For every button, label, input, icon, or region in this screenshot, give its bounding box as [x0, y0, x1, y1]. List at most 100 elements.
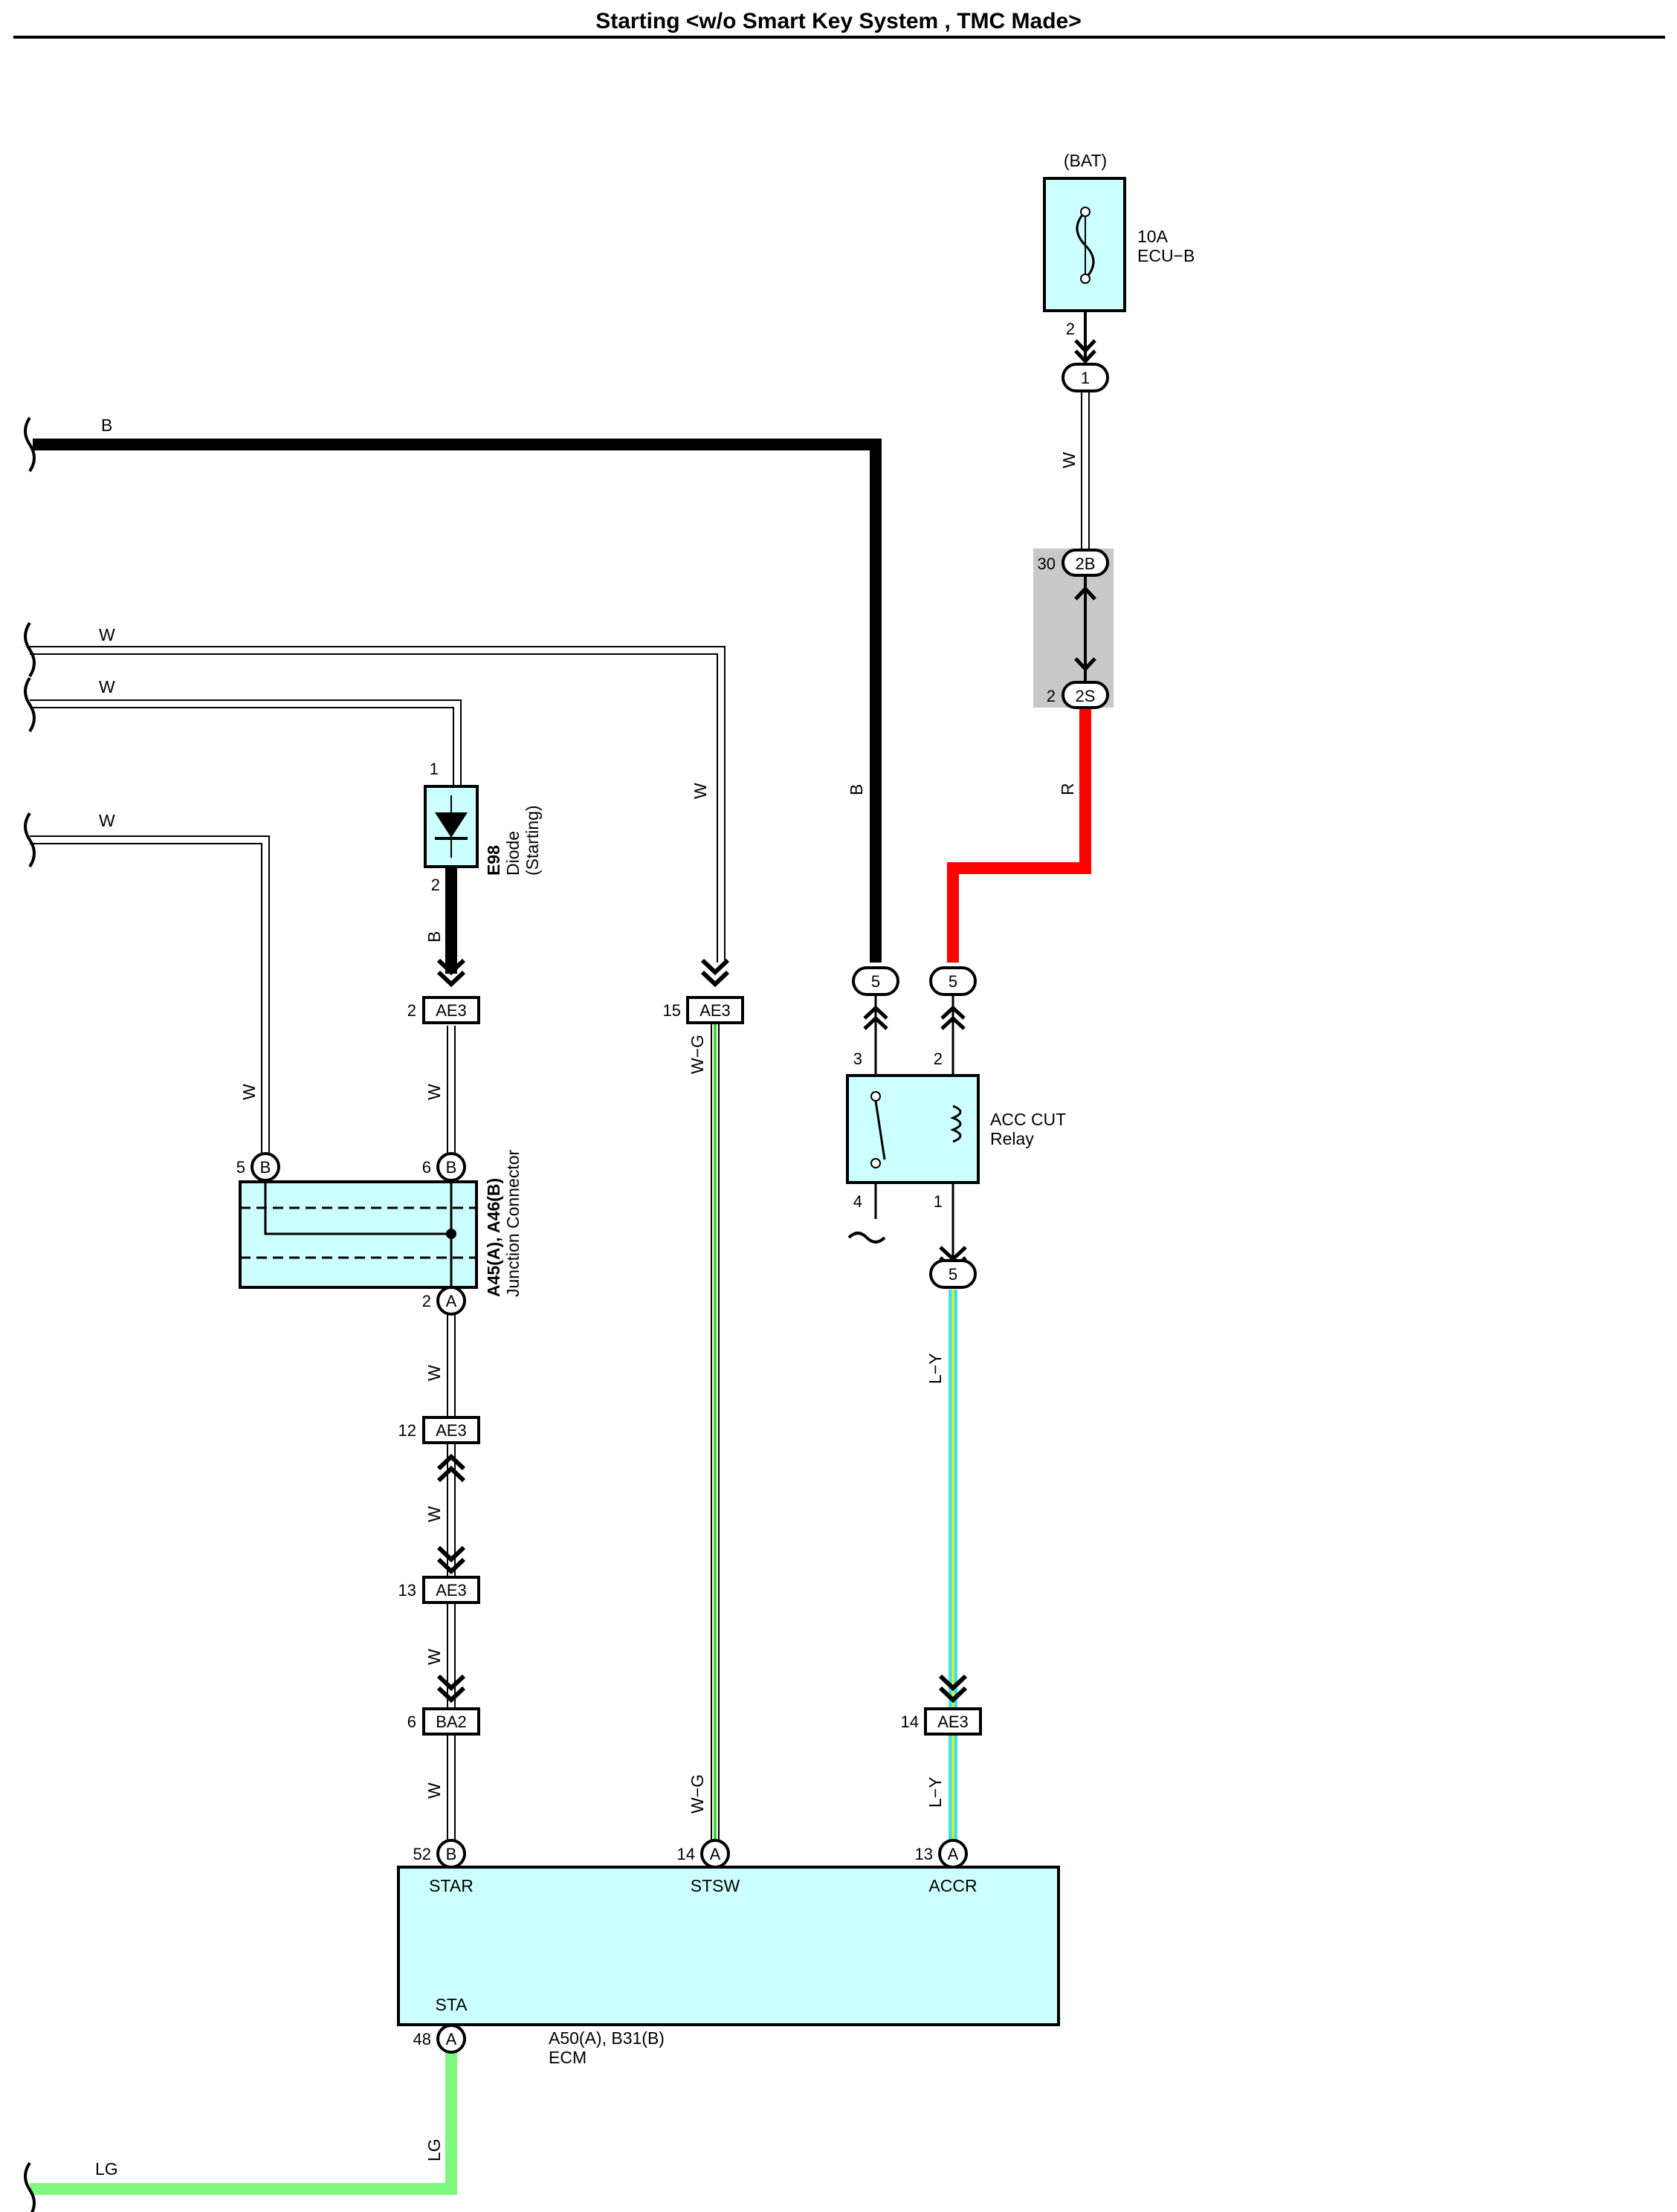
wire-w2	[30, 699, 462, 786]
ecm-pin48-label: A	[446, 2030, 457, 2048]
connector-ba2-6-pin: 6	[407, 1713, 416, 1731]
wire-lg-label: LG	[95, 2159, 118, 2179]
wire-w-jc-ae3-12-label: W	[424, 1365, 444, 1381]
connector-ba2-6-label: BA2	[436, 1713, 467, 1731]
diode-id: E98	[484, 845, 503, 876]
connector-ae3-2-pin: 2	[407, 1001, 416, 1020]
ecm-pin52: 52	[413, 1845, 431, 1863]
wire-w-g-upper-label: W−G	[688, 1035, 707, 1074]
connector-ae3-2	[422, 996, 480, 1024]
relay-in-right-connector	[929, 966, 977, 996]
connector-ae3-12-label: AE3	[436, 1421, 467, 1440]
wire-lg	[30, 2051, 457, 2195]
wire-w-jc-left-label: W	[239, 1084, 259, 1100]
connector-ae3-2-label: AE3	[436, 1001, 467, 1020]
diode-pin-out: 2	[431, 876, 440, 894]
connector-ae3-14	[924, 1707, 982, 1736]
ae3-2-arrow-icon	[436, 958, 466, 988]
wire-break-marks	[24, 416, 36, 2212]
jc-pin2: 2	[422, 1292, 431, 1310]
jc-pin6-label: B	[446, 1158, 457, 1177]
relay-pin4: 4	[853, 1192, 862, 1211]
relay-switch-icon	[874, 1100, 886, 1160]
page-title: Starting <w/o Smart Key System , TMC Mad…	[595, 9, 1082, 33]
connector-ae3-13-label: AE3	[436, 1581, 467, 1600]
wire-w-stsw-label: W	[691, 783, 710, 799]
jc-pin5-label: B	[260, 1158, 271, 1177]
connector-ae3-15-pin: 15	[663, 1001, 681, 1020]
ae3-12-arrow-icon	[436, 1453, 466, 1483]
relay-name: ACC CUT	[990, 1110, 1066, 1129]
junction-block: 2B 30 2S 2	[1033, 549, 1114, 709]
wire-w-g-lower-label: W−G	[688, 1774, 707, 1814]
wire-r	[947, 708, 1091, 963]
fuse-connector	[1062, 363, 1109, 392]
ecm-term-stsw: STSW	[691, 1876, 740, 1895]
wire-b-relay-label: B	[847, 784, 866, 795]
ecm-term-sta: STA	[435, 1995, 468, 2014]
relay-acc-cut: 5 5 3 2 4 1 ACC CUT Relay 5	[846, 966, 1066, 1289]
connector-ae3-15-label: AE3	[699, 1001, 731, 1020]
connector-ae3-13-pin: 13	[398, 1581, 416, 1600]
fuse-ecu-b: (BAT) 10A ECU−B	[1043, 151, 1195, 312]
wire-w1-label: W	[99, 625, 115, 644]
relay-break-mark	[847, 1232, 886, 1244]
jc-name: Junction Connector	[503, 1149, 523, 1297]
jc-pin6: 6	[422, 1158, 431, 1177]
ecm-pin13: 13	[915, 1845, 933, 1863]
connector-ae3-12	[422, 1416, 480, 1444]
wire-w-ae3-12-13-label: W	[424, 1506, 444, 1522]
connector-ae3-13	[422, 1576, 480, 1604]
ecm-pin13-label: A	[948, 1845, 959, 1863]
ecm-id: A50(A), B31(B)	[549, 2028, 665, 2048]
wire-w1	[30, 646, 726, 963]
wire-w-fuse-label: W	[1059, 452, 1079, 468]
diode-name: Diode	[503, 831, 523, 876]
junction-block-pin-bottom: 2	[1047, 687, 1056, 705]
junction-block-label-top: 2B	[1076, 554, 1096, 573]
relay-pin2: 2	[934, 1050, 943, 1068]
ae3-13-arrow-icon	[436, 1545, 466, 1575]
wire-w-ba2-ecm-label: W	[424, 1782, 444, 1799]
ecm-pin14-label: A	[710, 1845, 721, 1863]
wire-r-label: R	[1058, 783, 1077, 795]
connector-ae3-14-label: AE3	[937, 1713, 969, 1731]
ecm-name: ECM	[549, 2048, 587, 2067]
relay-in-left-label: 5	[871, 972, 880, 991]
wire-w2-label: W	[99, 677, 115, 696]
ecm: B 52 STAR A 14 STSW A 13 ACCR STA A 48 A…	[397, 1839, 1060, 2067]
ecm-term-star: STAR	[429, 1876, 474, 1895]
relay-in-left-connector	[852, 966, 899, 996]
ecm-pin14: 14	[677, 1845, 695, 1863]
fuse-arrow-icon	[1074, 339, 1096, 364]
wire-l-y-lower-label: L−Y	[925, 1776, 945, 1808]
diode-pin-in: 1	[430, 760, 439, 778]
relay-pin1: 1	[934, 1192, 943, 1211]
relay-coil-icon	[949, 1105, 962, 1143]
relay-out-connector	[929, 1259, 977, 1289]
wire-lg-vert-label: LG	[424, 2138, 444, 2161]
diode-sub: (Starting)	[523, 805, 542, 876]
ae3-15-arrow-icon	[700, 958, 730, 988]
jc-id: A45(A), A46(B)	[484, 1178, 503, 1297]
connector-ae3-14-pin: 14	[901, 1713, 919, 1731]
ba2-6-arrow-icon	[436, 1674, 466, 1704]
wire-w3-label: W	[99, 811, 115, 830]
wire-w-ae3-13-ba2-label: W	[424, 1649, 444, 1665]
wire-w3	[30, 835, 270, 1156]
fuse-name: ECU−B	[1137, 246, 1195, 265]
jc-pin2-label: A	[446, 1292, 457, 1310]
diode-e98: 1 2 E98 Diode (Starting)	[424, 760, 542, 894]
relay-name2: Relay	[990, 1129, 1034, 1148]
wire-b-top	[33, 439, 882, 963]
fuse-connector-label: 1	[1081, 369, 1090, 387]
wire-l-y-upper-label: L−Y	[925, 1353, 945, 1384]
wire-b-diode-label: B	[424, 931, 444, 942]
junction-block-label-bottom: 2S	[1076, 687, 1096, 705]
ecm-pin52-label: B	[446, 1845, 457, 1863]
ecm-term-accr: ACCR	[928, 1876, 977, 1895]
relay-in-right-label: 5	[949, 972, 957, 991]
fuse-pin: 2	[1066, 320, 1075, 338]
fuse-source: (BAT)	[1064, 151, 1107, 170]
